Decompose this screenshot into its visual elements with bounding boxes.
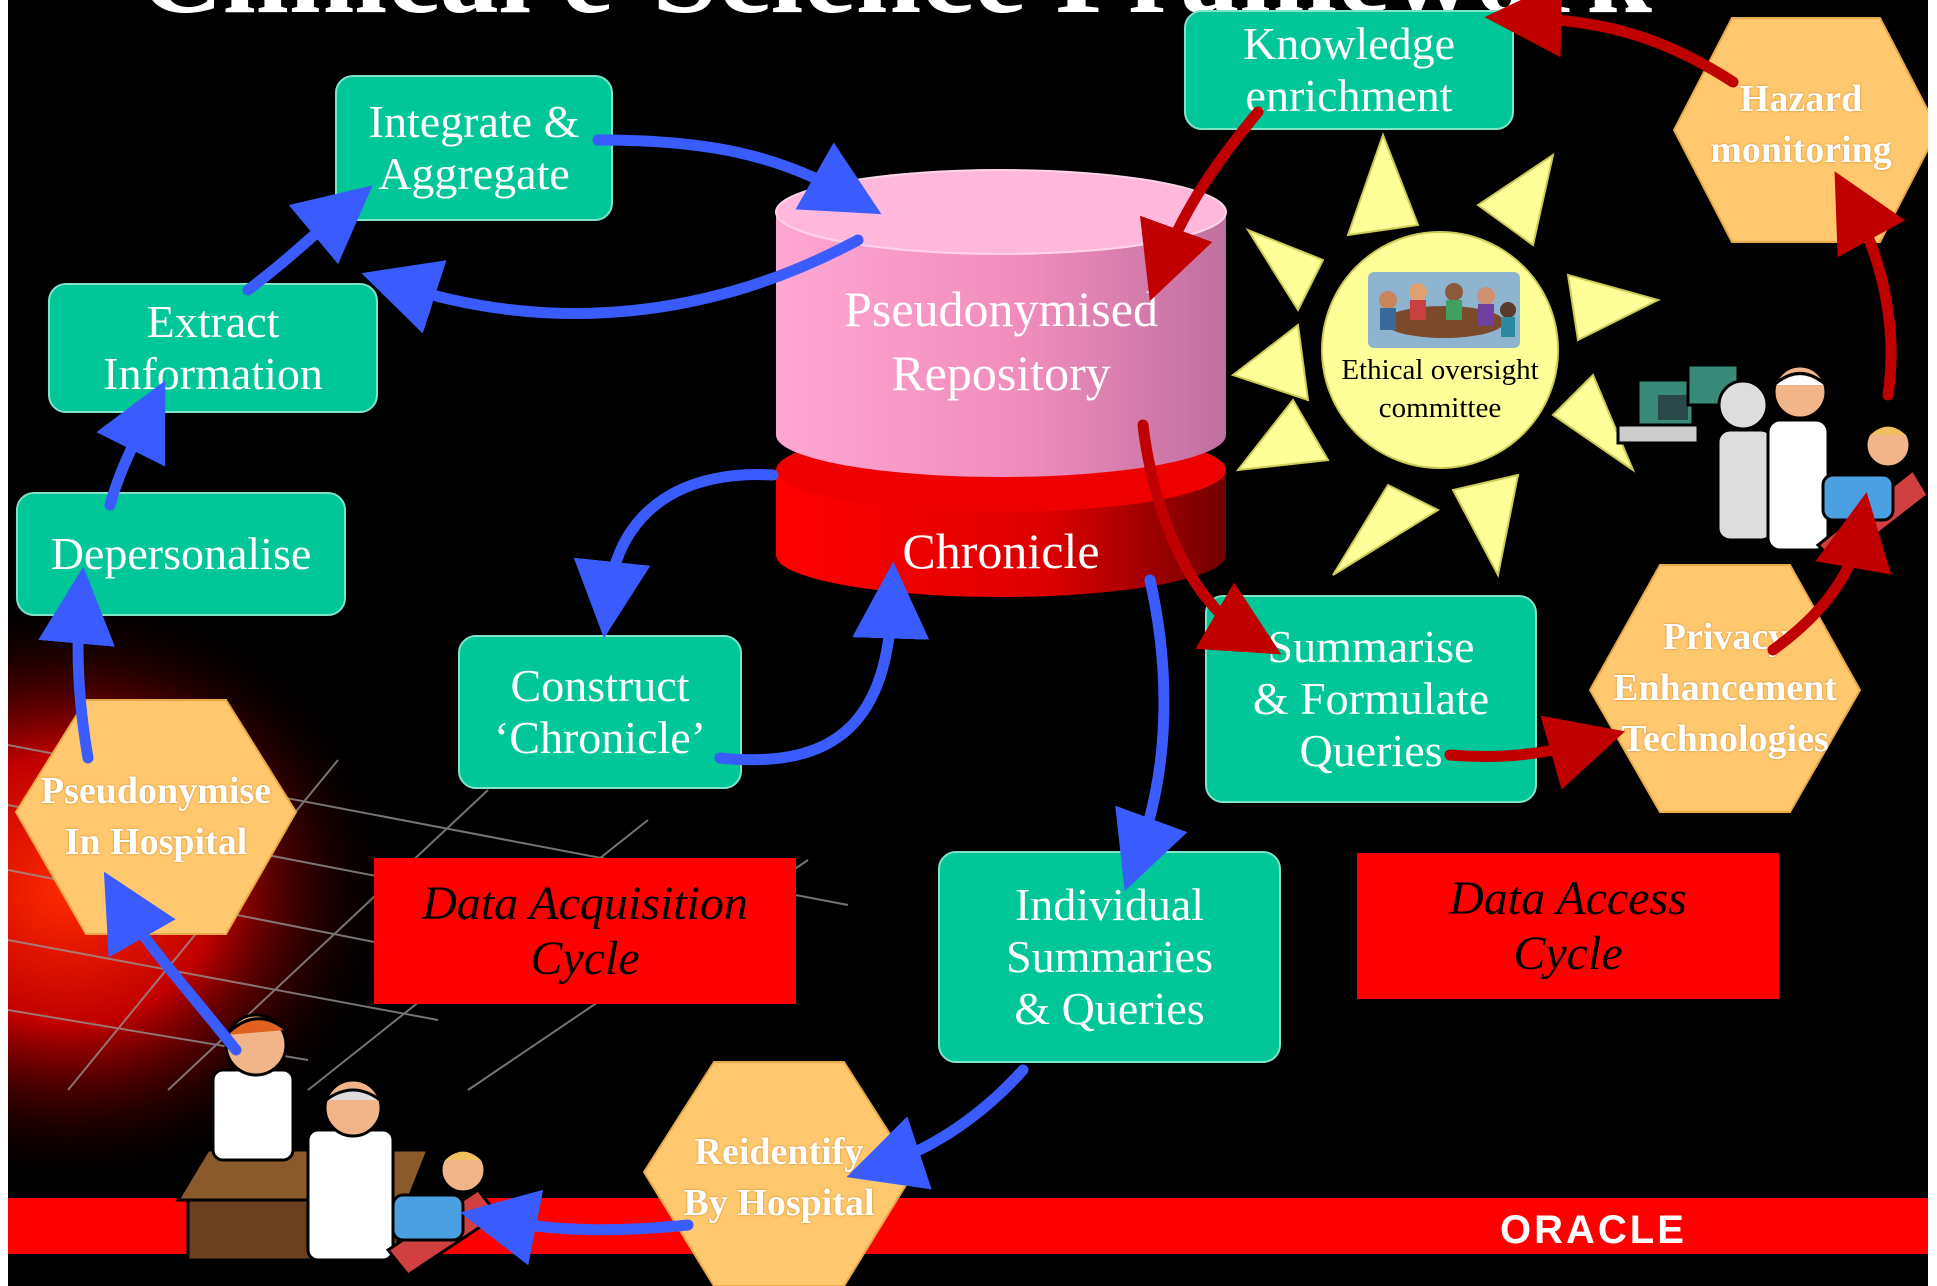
sun-graphic (1230, 132, 1661, 578)
arrow-extract-to-integrate (242, 185, 373, 296)
arrow-repository-to-summarise (1137, 419, 1282, 655)
reidentify-hex-text: Reidentify By Hospital (644, 1062, 914, 1286)
arrow-clinicians-to-pseudonymise (103, 871, 242, 1056)
arrow-reidentify-to-clinicians (460, 1189, 694, 1266)
arrow-pseudonymise-to-depersonalise (38, 566, 115, 764)
extract-information-box: Extract Information (48, 283, 378, 413)
repository-label: Pseudonymised Repository (844, 281, 1158, 401)
arrow-chronicle-to-individual (1115, 574, 1188, 892)
data-access-cycle-label: Data Access Cycle (1449, 871, 1687, 980)
data-acquisition-cycle-label: Data Acquisition Cycle (422, 876, 748, 985)
chronicle-label: Chronicle (902, 523, 1100, 579)
clinicians-illustration (175, 1013, 501, 1278)
meeting-illustration (1368, 272, 1520, 348)
arrow-integrate-to-repository (592, 134, 882, 215)
arrow-summarise-to-privacy (1444, 715, 1626, 790)
hazard-hex-text: Hazard monitoring (1674, 18, 1928, 242)
sun-rays (1230, 132, 1661, 578)
reidentify-label: Reidentify By Hospital (683, 1131, 875, 1225)
slide: Clinical e-Science Framework (8, 0, 1928, 1286)
individual-summaries-queries-box: Individual Summaries & Queries (938, 851, 1281, 1063)
privacy-hex-text: Privacy Enhancement Technologies (1590, 565, 1860, 812)
monitoring-staff-illustration (1616, 363, 1928, 567)
arrow-privacy-to-monitoring (1767, 492, 1892, 656)
cylinder-top (775, 169, 1227, 255)
oversight-committee-label: Ethical oversight committee (1341, 354, 1539, 424)
arrow-individual-to-reidentify (846, 1064, 1029, 1190)
arrow-depersonalise-to-extract (96, 380, 166, 511)
integrate-aggregate-box: Integrate & Aggregate (335, 75, 613, 221)
arrow-monitoring-to-hazard (1834, 171, 1906, 401)
arrow-repository-to-integrate (361, 234, 864, 334)
construct-chronicle-label: Construct ‘Chronicle’ (493, 660, 707, 763)
integrate-aggregate-label: Integrate & Aggregate (368, 96, 580, 199)
pseudonymise-label: Pseudonymise In Hospital (40, 769, 272, 863)
data-access-cycle-box: Data Access Cycle (1357, 853, 1779, 999)
arrow-construct-to-chronicle (714, 561, 930, 766)
data-acquisition-cycle-box: Data Acquisition Cycle (374, 858, 796, 1004)
knowledge-enrichment-box: Knowledge enrichment (1184, 10, 1514, 130)
summarise-formulate-queries-box: Summarise & Formulate Queries (1205, 595, 1537, 803)
individual-summaries-queries-label: Individual Summaries & Queries (1006, 879, 1213, 1034)
privacy-label: Privacy Enhancement Technologies (1613, 615, 1837, 761)
hazard-label: Hazard monitoring (1710, 78, 1892, 172)
oracle-logo: ORACLE (1500, 1208, 1687, 1252)
arrow-repository-to-construct (573, 469, 779, 639)
privacy-hexagon (1588, 564, 1862, 813)
pseudonymise-hex-text: Pseudonymise In Hospital (16, 700, 296, 934)
summarise-formulate-queries-label: Summarise & Formulate Queries (1252, 621, 1490, 776)
flow-arrows (38, 0, 1906, 1266)
repository-cylinder-section (776, 212, 1226, 477)
arrow-hazard-to-knowledge (1484, 0, 1739, 88)
illustrations (175, 363, 1928, 1278)
arrow-knowledge-to-repository (1139, 106, 1264, 302)
knowledge-enrichment-label: Knowledge enrichment (1242, 18, 1456, 121)
